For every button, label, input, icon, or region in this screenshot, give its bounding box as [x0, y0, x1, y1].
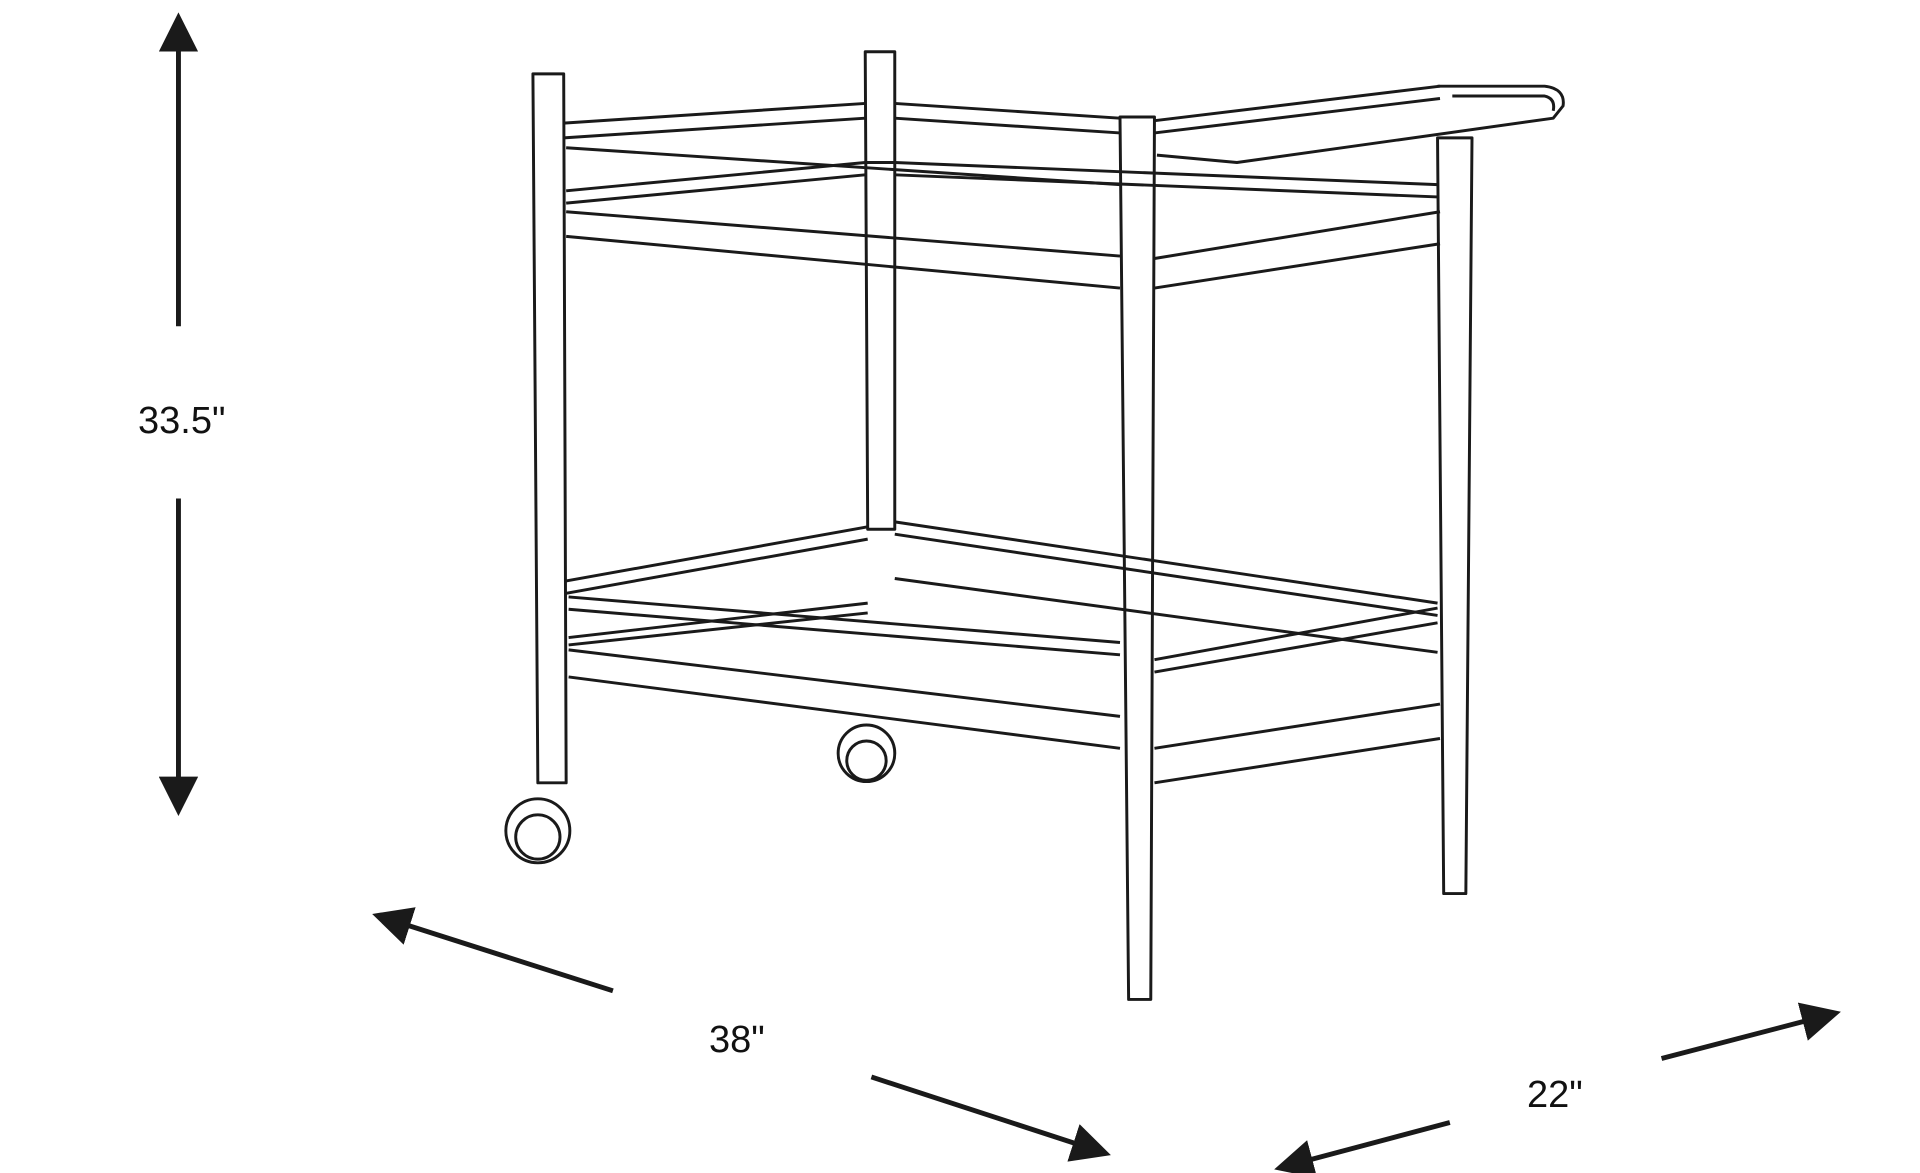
height-dimension-label: 33.5" [138, 400, 226, 442]
width-arrow [372, 907, 1111, 1162]
depth-dimension-label: 22" [1527, 1074, 1583, 1116]
depth-arrow [1274, 1002, 1841, 1173]
width-dimension-label: 38" [709, 1019, 765, 1061]
bar-cart-drawing [504, 50, 1565, 1001]
